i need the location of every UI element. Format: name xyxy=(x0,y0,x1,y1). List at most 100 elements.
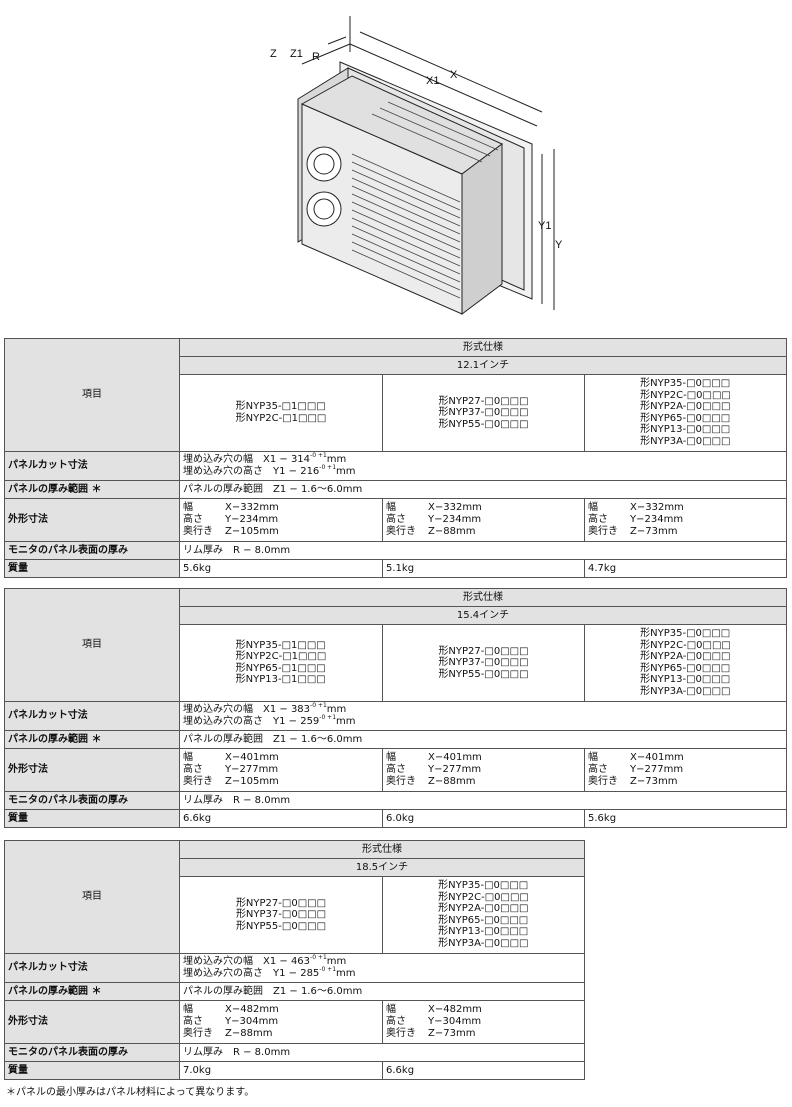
model-name: 形NYP13-□1□□□ xyxy=(235,674,326,686)
spec-header: 形式仕様 xyxy=(179,840,585,859)
size-header: 18.5インチ xyxy=(179,858,585,877)
item-header: 項目 xyxy=(4,840,180,954)
model-name: 形NYP2C-□0□□□ xyxy=(640,389,731,401)
panel-cut-value: 埋め込み穴の幅 X1 − 314-0 +1mm 埋め込み穴の高さ Y1 − 21… xyxy=(178,451,788,481)
model-name: 形NYP2A-□0□□□ xyxy=(640,651,731,663)
rim-value: リム厚み R − 8.0mm xyxy=(179,1043,585,1062)
mass-value: 4.7kg xyxy=(583,559,788,578)
label-x: X xyxy=(450,69,458,81)
item-header: 項目 xyxy=(4,588,180,702)
mass-value: 6.6kg xyxy=(382,1061,585,1080)
panel-cut-label: パネルカット寸法 xyxy=(4,953,180,983)
panel-cut-label: パネルカット寸法 xyxy=(4,701,180,731)
model-name: 形NYP65-□0□□□ xyxy=(640,662,731,674)
panel-thickness-label: パネルの厚み範囲 ＊ xyxy=(4,982,180,1001)
model-name: 形NYP27-□0□□□ xyxy=(438,645,529,657)
model-name: 形NYP27-□0□□□ xyxy=(438,395,529,407)
outer-dimensions-label: 外形寸法 xyxy=(4,498,180,542)
model-group: 形NYP35-□1□□□ 形NYP2C-□1□□□ 形NYP65-□1□□□ 形… xyxy=(179,624,383,702)
mass-value: 5.6kg xyxy=(179,559,383,578)
model-name: 形NYP55-□0□□□ xyxy=(235,920,327,932)
model-name: 形NYP35-□1□□□ xyxy=(235,401,326,413)
panel-thickness-value: パネルの厚み範囲 Z1 − 1.6～6.0mm xyxy=(178,480,788,499)
model-name: 形NYP27-□0□□□ xyxy=(235,897,327,909)
model-group: 形NYP27-□0□□□ 形NYP37-□0□□□ 形NYP55-□0□□□ xyxy=(382,374,585,452)
spec-table-18-5: 項目 形式仕様 18.5インチ 形NYP27-□0□□□ 形NYP37-□0□□… xyxy=(4,840,585,1080)
label-z: Z xyxy=(270,48,277,60)
model-group: 形NYP35-□0□□□ 形NYP2C-□0□□□ 形NYP2A-□0□□□ 形… xyxy=(583,624,788,702)
label-y: Y xyxy=(555,239,563,251)
model-group: 形NYP27-□0□□□ 形NYP37-□0□□□ 形NYP55-□0□□□ xyxy=(382,624,585,702)
model-name: 形NYP2C-□1□□□ xyxy=(235,651,327,663)
size-header: 15.4インチ xyxy=(178,606,788,625)
model-name: 形NYP37-□0□□□ xyxy=(438,657,529,668)
model-name: 形NYP2C-□0□□□ xyxy=(640,639,731,651)
model-name: 形NYP37-□0□□□ xyxy=(438,407,529,418)
model-group: 形NYP35-□0□□□ 形NYP2C-□0□□□ 形NYP2A-□0□□□ 形… xyxy=(382,876,585,954)
model-name: 形NYP65-□1□□□ xyxy=(235,662,326,674)
panel-cut-value: 埋め込み穴の幅 X1 − 383-0 +1mm 埋め込み穴の高さ Y1 − 25… xyxy=(178,701,788,731)
item-header: 項目 xyxy=(4,338,180,452)
rim-label: モニタのパネル表面の厚み xyxy=(4,1043,180,1062)
outer-dimensions-label: 外形寸法 xyxy=(4,1000,180,1044)
outer-dimensions-label: 外形寸法 xyxy=(4,748,180,792)
model-name: 形NYP2A-□0□□□ xyxy=(438,903,529,915)
label-z1: Z1 xyxy=(290,48,303,60)
spec-header: 形式仕様 xyxy=(178,588,788,607)
model-name: 形NYP35-□0□□□ xyxy=(640,628,731,640)
rim-label: モニタのパネル表面の厚み xyxy=(4,791,180,810)
mass-label: 質量 xyxy=(4,1061,180,1080)
mass-value: 6.6kg xyxy=(179,809,383,828)
panel-cut-label: パネルカット寸法 xyxy=(4,451,180,481)
label-r: R xyxy=(312,51,320,63)
mass-value: 5.1kg xyxy=(382,559,585,578)
model-name: 形NYP13-□0□□□ xyxy=(640,674,731,686)
rim-value: リム厚み R − 8.0mm xyxy=(178,541,788,560)
model-name: 形NYP55-□0□□□ xyxy=(438,668,529,680)
model-name: 形NYP3A-□0□□□ xyxy=(640,435,731,447)
model-name: 形NYP35-□0□□□ xyxy=(438,880,529,892)
model-name: 形NYP55-□0□□□ xyxy=(438,418,529,430)
footnote: ＊パネルの最小厚みはパネル材料によって異なります。 xyxy=(6,1087,255,1098)
model-group: 形NYP27-□0□□□ 形NYP37-□0□□□ 形NYP55-□0□□□ xyxy=(179,876,383,954)
model-name: 形NYP65-□0□□□ xyxy=(640,412,731,424)
rim-label: モニタのパネル表面の厚み xyxy=(4,541,180,560)
size-header: 12.1インチ xyxy=(178,356,788,375)
model-name: 形NYP2A-□0□□□ xyxy=(640,401,731,413)
panel-cut-value: 埋め込み穴の幅 X1 − 463-0 +1mm 埋め込み穴の高さ Y1 − 28… xyxy=(179,953,585,983)
label-y1: Y1 xyxy=(538,220,551,232)
model-name: 形NYP2C-□1□□□ xyxy=(235,412,327,424)
model-group: 形NYP35-□0□□□ 形NYP2C-□0□□□ 形NYP2A-□0□□□ 形… xyxy=(583,374,788,452)
model-group: 形NYP35-□1□□□ 形NYP2C-□1□□□ xyxy=(179,374,383,452)
model-name: 形NYP65-□0□□□ xyxy=(438,914,529,926)
model-name: 形NYP3A-□0□□□ xyxy=(438,937,529,949)
mass-value: 5.6kg xyxy=(583,809,788,828)
model-name: 形NYP2C-□0□□□ xyxy=(438,891,529,903)
mass-label: 質量 xyxy=(4,809,180,828)
spec-table-15-4: 項目 形式仕様 15.4インチ 形NYP35-□1□□□ 形NYP2C-□1□□… xyxy=(4,588,788,828)
model-name: 形NYP13-□0□□□ xyxy=(438,926,529,938)
panel-thickness-label: パネルの厚み範囲 ＊ xyxy=(4,730,180,749)
model-name: 形NYP35-□0□□□ xyxy=(640,378,731,390)
mass-label: 質量 xyxy=(4,559,180,578)
model-name: 形NYP13-□0□□□ xyxy=(640,424,731,436)
rim-value: リム厚み R − 8.0mm xyxy=(178,791,788,810)
model-name: 形NYP37-□0□□□ xyxy=(235,909,327,920)
label-x1: X1 xyxy=(426,75,439,87)
spec-header: 形式仕様 xyxy=(178,338,788,357)
mass-value: 6.0kg xyxy=(382,809,585,828)
panel-thickness-value: パネルの厚み範囲 Z1 − 1.6～6.0mm xyxy=(179,982,585,1001)
panel-thickness-value: パネルの厚み範囲 Z1 − 1.6～6.0mm xyxy=(178,730,788,749)
dimension-drawing: Z Z1 R X1 X Y1 Y xyxy=(270,16,563,315)
spec-table-12-1: 項目 形式仕様 12.1インチ 形NYP35-□1□□□ 形NYP2C-□1□□… xyxy=(4,338,788,578)
model-name: 形NYP3A-□0□□□ xyxy=(640,685,731,697)
panel-thickness-label: パネルの厚み範囲 ＊ xyxy=(4,480,180,499)
